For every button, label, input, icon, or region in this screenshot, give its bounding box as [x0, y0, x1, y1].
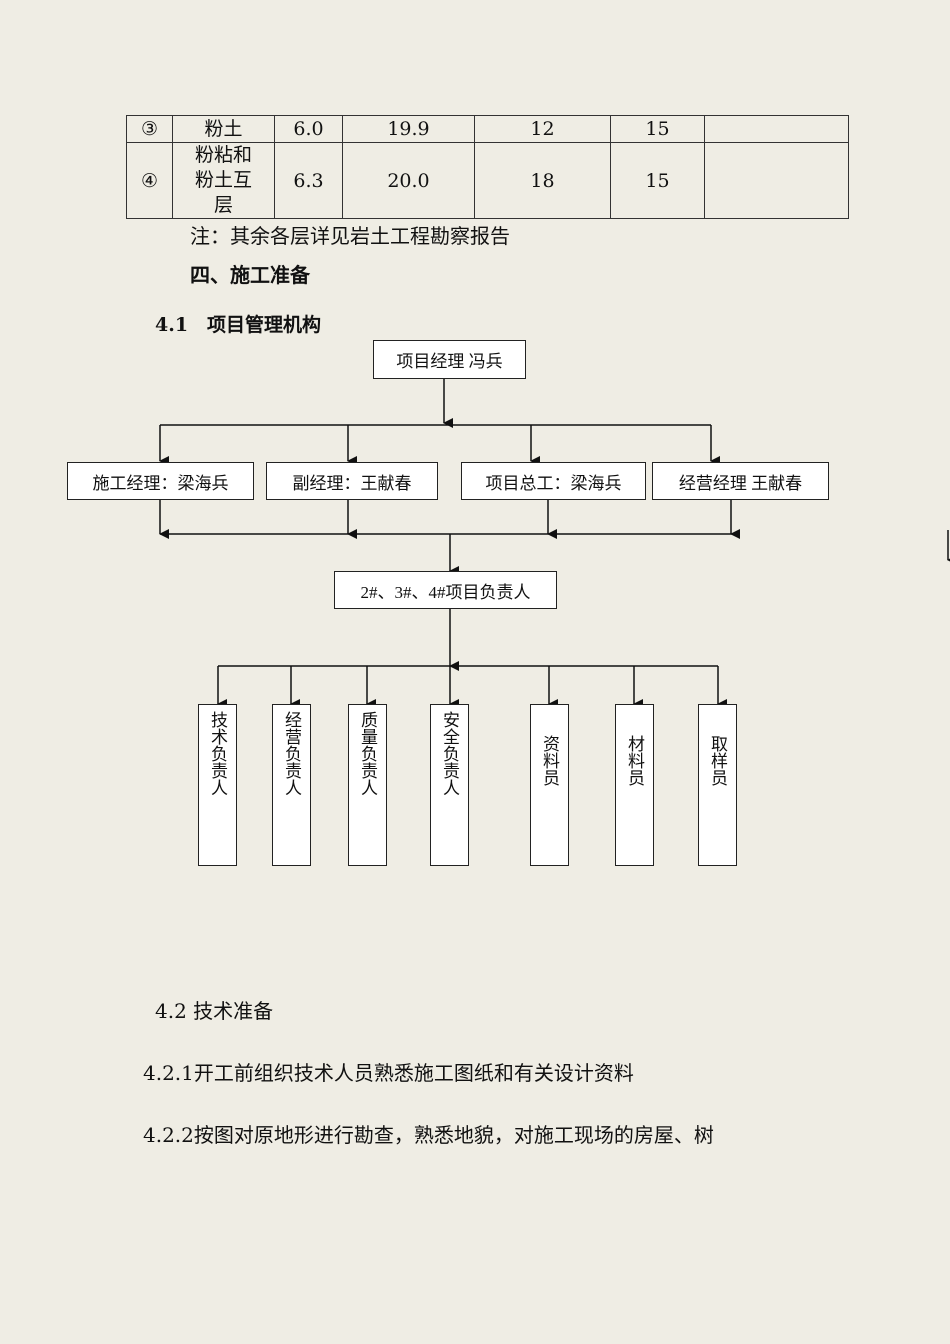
construction-manager-box: 施工经理：梁海兵	[67, 462, 254, 500]
subsection-heading: 4.2 技术准备	[155, 999, 274, 1023]
table-note: 注：其余各层详见岩土工程勘察报告	[190, 224, 510, 248]
technical-lead-label: 技术负责人	[208, 711, 227, 796]
quality-lead-box: 质量负责人	[348, 704, 387, 866]
deputy-manager-box: 副经理：王献春	[266, 462, 438, 500]
material-clerk-box: 材料员	[615, 704, 654, 866]
table-cell: 19.9	[342, 115, 475, 143]
soil-name: 粉粘和粉土互层	[194, 144, 252, 216]
table-cell: ③	[126, 115, 173, 143]
table-cell: 20.0	[342, 142, 475, 219]
table-cell	[704, 142, 849, 219]
business-manager-box: 经营经理 王献春	[652, 462, 829, 500]
table-row: ④ 粉粘和粉土互层 6.3 20.0 18 15	[126, 142, 849, 219]
paragraph: 4.2.2按图对原地形进行勘查，熟悉地貌，对施工现场的房屋、树	[143, 1123, 714, 1147]
org-chart-connectors	[159, 379, 950, 709]
table-cell: 18	[474, 142, 611, 219]
business-lead-label: 经营负责人	[282, 711, 301, 796]
safety-lead-box: 安全负责人	[430, 704, 469, 866]
table-cell: 6.3	[274, 142, 343, 219]
project-manager-box: 项目经理 冯兵	[373, 340, 526, 379]
material-clerk-label: 材料员	[625, 735, 644, 786]
table-row: ③ 粉土 6.0 19.9 12 15	[126, 115, 849, 143]
table-cell	[704, 115, 849, 143]
technical-lead-box: 技术负责人	[198, 704, 237, 866]
table-cell: 15	[610, 142, 705, 219]
document-clerk-box: 资料员	[530, 704, 569, 866]
subsection-heading: 4.1 项目管理机构	[155, 314, 322, 336]
sampler-box: 取样员	[698, 704, 737, 866]
soil-parameter-table: ③ 粉土 6.0 19.9 12 15 ④ 粉粘和粉土互层 6.3 20.0 1…	[126, 115, 849, 219]
paragraph: 4.2.1开工前组织技术人员熟悉施工图纸和有关设计资料	[143, 1061, 634, 1085]
quality-lead-label: 质量负责人	[358, 711, 377, 796]
chief-engineer-box: 项目总工：梁海兵	[461, 462, 646, 500]
section-heading: 四、施工准备	[190, 263, 310, 287]
business-lead-box: 经营负责人	[272, 704, 311, 866]
site-leaders-box: 2#、3#、4#项目负责人	[334, 571, 557, 609]
table-cell: 粉土	[172, 115, 275, 143]
safety-lead-label: 安全负责人	[440, 711, 459, 796]
document-clerk-label: 资料员	[540, 735, 559, 786]
sampler-label: 取样员	[708, 735, 727, 786]
